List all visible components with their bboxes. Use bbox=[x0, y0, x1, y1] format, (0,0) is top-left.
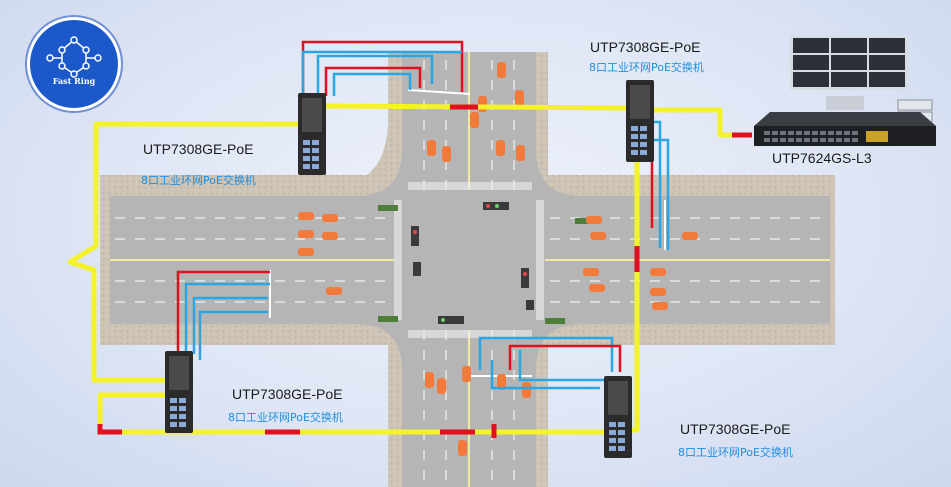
camera-links bbox=[176, 40, 670, 390]
logo-text: Fast Ring bbox=[52, 76, 96, 86]
switch-bottom-right-model: UTP7308GE-PoE bbox=[680, 421, 791, 437]
switch-bottom-right-device bbox=[604, 376, 632, 458]
core-switch-model: UTP7624GS-L3 bbox=[772, 150, 872, 166]
ring-network-icon bbox=[46, 36, 102, 78]
switch-top-left-desc: 8口工业环网PoE交换机 bbox=[141, 174, 256, 187]
switch-top-right-device bbox=[626, 80, 654, 162]
switch-bottom-right-desc: 8口工业环网PoE交换机 bbox=[678, 446, 793, 459]
core-switch-device bbox=[754, 112, 936, 146]
switch-top-right-model: UTP7308GE-PoE bbox=[590, 39, 701, 55]
fast-ring-logo: Fast Ring bbox=[27, 17, 121, 111]
video-wall-icon bbox=[790, 36, 908, 110]
switch-top-right-desc: 8口工业环网PoE交换机 bbox=[589, 61, 704, 74]
switch-bottom-left-model: UTP7308GE-PoE bbox=[232, 386, 343, 402]
ring-break-segments bbox=[97, 104, 752, 438]
switch-bottom-left-desc: 8口工业环网PoE交换机 bbox=[228, 411, 343, 424]
traffic-lights bbox=[411, 202, 534, 324]
switch-bottom-left-device bbox=[165, 351, 193, 433]
vehicles bbox=[298, 62, 698, 456]
switch-top-left-device bbox=[298, 93, 326, 175]
roads bbox=[110, 52, 830, 487]
switch-top-left-model: UTP7308GE-PoE bbox=[143, 141, 254, 157]
